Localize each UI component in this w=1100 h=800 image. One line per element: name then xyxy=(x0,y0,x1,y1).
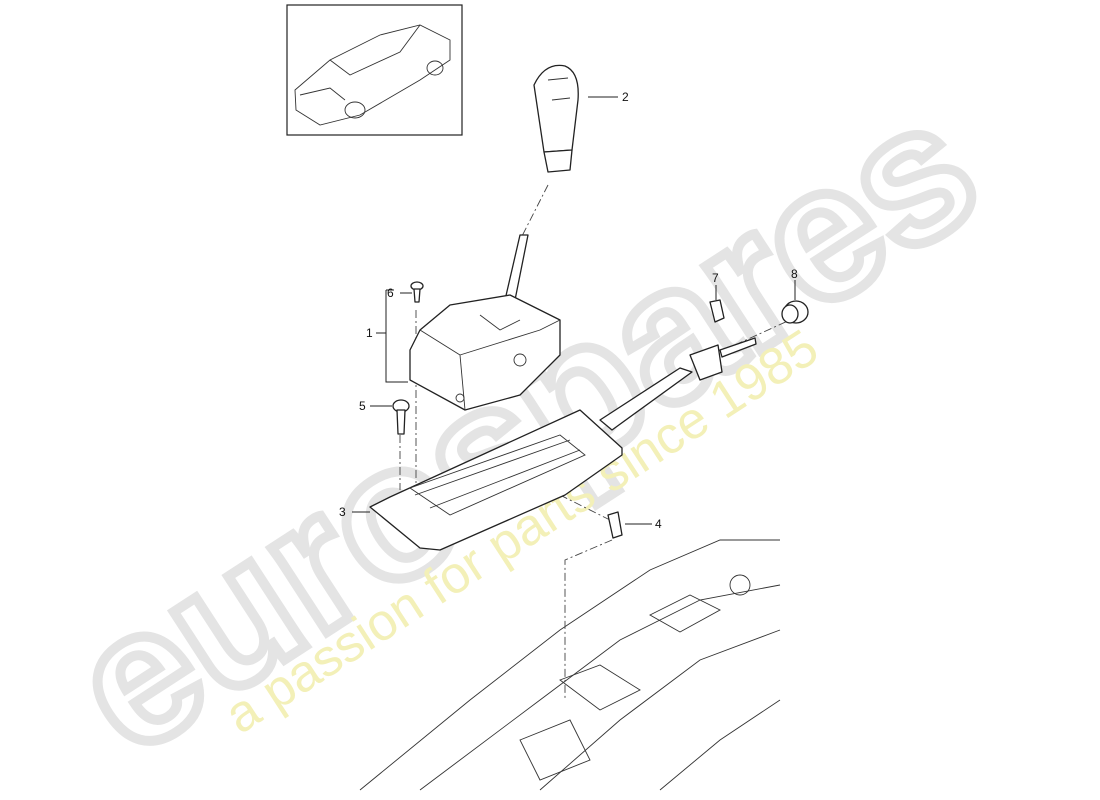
callout-4: 4 xyxy=(655,517,662,531)
callout-8: 8 xyxy=(791,267,798,281)
clip-4 xyxy=(607,511,623,539)
base-plate xyxy=(369,337,757,551)
callout-1: 1 xyxy=(366,326,373,340)
callout-6: 6 xyxy=(387,286,394,300)
screw-6 xyxy=(410,281,424,303)
callout-2: 2 xyxy=(622,90,629,104)
watermark: eurospares a passion for parts since 198… xyxy=(32,54,1017,800)
clip-7 xyxy=(709,299,725,323)
callout-3: 3 xyxy=(339,505,346,519)
screw-5 xyxy=(392,399,410,435)
gear-knob xyxy=(533,64,579,173)
floor-pan xyxy=(359,539,781,791)
callout-5: 5 xyxy=(359,399,366,413)
callout-leaders xyxy=(352,96,796,525)
grommet-8 xyxy=(781,300,809,324)
callout-7: 7 xyxy=(712,271,719,285)
watermark-brand: eurospares xyxy=(37,59,1012,795)
vehicle-thumbnail xyxy=(286,4,463,136)
gear-selector-housing xyxy=(409,234,561,411)
